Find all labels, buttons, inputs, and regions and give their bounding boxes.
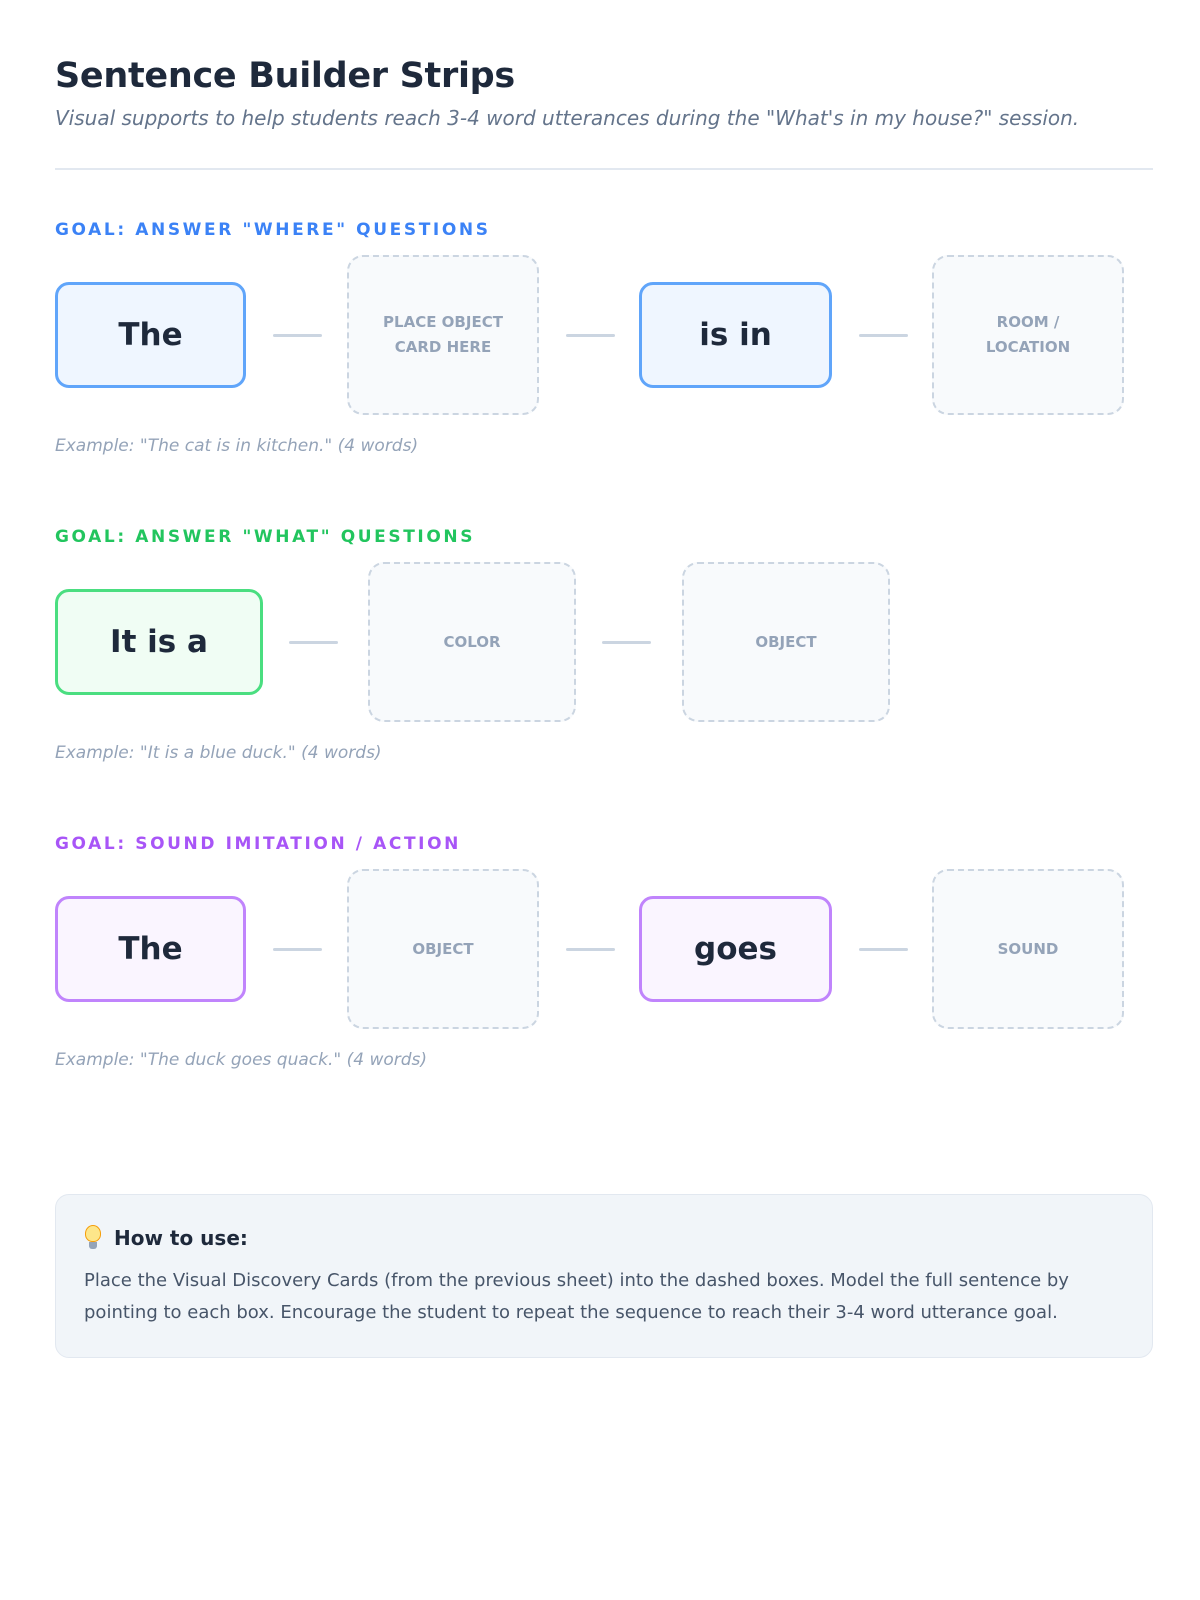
example-sentence: Example: "The cat is in kitchen." (4 wor… bbox=[55, 436, 419, 456]
strip-section-what: Goal: Answer "What" Questions It is a Co… bbox=[55, 527, 1153, 763]
card-drop-slot[interactable]: Sound bbox=[932, 869, 1124, 1029]
page-title: Sentence Builder Strips bbox=[55, 56, 515, 96]
goal-label: Goal: Answer "What" Questions bbox=[55, 527, 476, 547]
card-drop-slot[interactable]: Place object card here bbox=[347, 255, 539, 415]
connector-line bbox=[859, 334, 908, 337]
card-drop-slot[interactable]: Object bbox=[347, 869, 539, 1029]
goal-label: Goal: Sound Imitation / Action bbox=[55, 834, 461, 854]
lightbulb-icon bbox=[84, 1225, 102, 1251]
connector-line bbox=[566, 948, 615, 951]
header-divider bbox=[55, 168, 1153, 170]
how-to-use-text: Place the Visual Discovery Cards (from t… bbox=[84, 1270, 1069, 1323]
connector-line bbox=[859, 948, 908, 951]
card-drop-slot[interactable]: Object bbox=[682, 562, 890, 722]
word-card: It is a bbox=[55, 589, 263, 695]
strip-section-where: Goal: Answer "Where" Questions The Place… bbox=[55, 220, 1153, 456]
how-to-use-heading: How to use: bbox=[114, 1226, 248, 1250]
word-card: goes bbox=[639, 896, 832, 1002]
card-drop-slot[interactable]: Room / Location bbox=[932, 255, 1124, 415]
connector-line bbox=[602, 641, 651, 644]
page-subtitle: Visual supports to help students reach 3… bbox=[55, 106, 1080, 130]
goal-label: Goal: Answer "Where" Questions bbox=[55, 220, 491, 240]
sentence-strip: The Place object card here is in Room / … bbox=[55, 255, 1153, 415]
sentence-strip: It is a Color Object bbox=[55, 562, 1153, 722]
worksheet-page: Sentence Builder Strips Visual supports … bbox=[55, 55, 1153, 1358]
connector-line bbox=[566, 334, 615, 337]
card-drop-slot[interactable]: Color bbox=[368, 562, 576, 722]
word-card: The bbox=[55, 282, 246, 388]
how-to-use-box: How to use: Place the Visual Discovery C… bbox=[55, 1194, 1153, 1358]
word-card: The bbox=[55, 896, 246, 1002]
connector-line bbox=[273, 334, 322, 337]
word-card: is in bbox=[639, 282, 832, 388]
connector-line bbox=[273, 948, 322, 951]
connector-line bbox=[289, 641, 338, 644]
sentence-strip: The Object goes Sound bbox=[55, 869, 1153, 1029]
how-to-use-heading-row: How to use: bbox=[84, 1225, 1124, 1251]
example-sentence: Example: "The duck goes quack." (4 words… bbox=[55, 1050, 428, 1070]
example-sentence: Example: "It is a blue duck." (4 words) bbox=[55, 743, 382, 763]
strip-section-sound: Goal: Sound Imitation / Action The Objec… bbox=[55, 834, 1153, 1070]
